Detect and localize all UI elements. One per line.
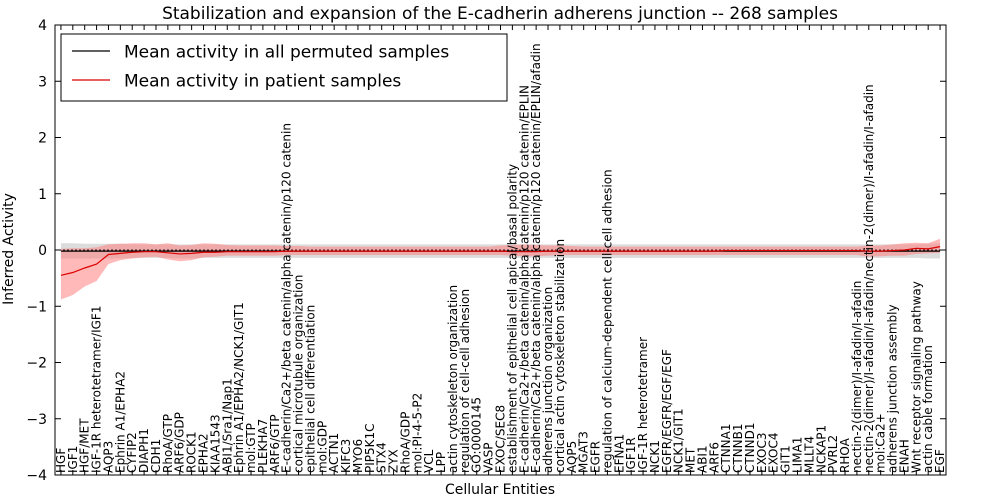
category-label: EGFR/EGFR/EGF/EGF <box>660 349 674 473</box>
category-label: AQP5 <box>565 441 579 473</box>
y-tick-label: −3 <box>26 412 47 428</box>
category-label: HGF <box>54 448 68 473</box>
category-label: MYO6 <box>351 439 365 473</box>
y-tick-label: −4 <box>26 468 47 484</box>
y-axis-ticks: −4 −3 −2 −1 0 1 2 3 4 <box>26 18 946 484</box>
category-label: MGAT3 <box>577 431 591 473</box>
category-label: actin cytoskeleton organization <box>446 285 460 473</box>
y-tick-label: 4 <box>38 18 47 34</box>
category-label: RhoA/GTP <box>161 414 175 473</box>
category-label: CDH1 <box>149 439 163 473</box>
category-label: DIAPH1 <box>137 428 151 473</box>
category-label: ZYX <box>387 449 401 473</box>
category-label: CTNNA1 <box>719 423 733 473</box>
category-label: E-cadherin/Ca2+/beta catenin/alpha caten… <box>280 123 294 473</box>
category-label: KIFC3 <box>339 439 353 473</box>
category-label: GO:0000145 <box>470 397 484 473</box>
category-label: IGF-1R heterotetramer <box>636 337 650 473</box>
category-label: adherens junction organization <box>541 287 555 473</box>
x-axis-ticks <box>60 25 941 475</box>
category-label: NCKAP1 <box>814 425 828 473</box>
category-label: establishment of epithelial cell apical/… <box>505 164 519 473</box>
category-label: PVRL2 <box>826 435 840 473</box>
y-tick-label: −1 <box>26 299 47 315</box>
y-tick-label: 3 <box>38 74 47 90</box>
category-label: mol:GTP <box>244 423 258 473</box>
category-label: ARF6/GTP <box>268 414 282 473</box>
category-label: EXOC4 <box>767 433 781 474</box>
category-label: IGF-1R heterotetramer/IGF1 <box>90 306 104 473</box>
category-label: ROCK1 <box>185 431 199 473</box>
category-label: Wnt receptor signaling pathway <box>909 281 923 473</box>
series-lines <box>60 246 941 276</box>
category-label: VCL <box>422 449 436 473</box>
series-line-patient <box>60 246 941 276</box>
x-axis-label: Cellular Entities <box>445 482 555 498</box>
category-label: EGFR <box>589 441 603 473</box>
category-label: nectin-2(dimer)/I-afadin/I-afadin <box>850 281 864 473</box>
category-label: LPP <box>434 452 448 473</box>
legend-label-patient: Mean activity in patient samples <box>124 72 401 92</box>
category-label: RhoA/GDP <box>398 412 412 473</box>
y-tick-label: 0 <box>38 243 47 259</box>
category-label: MET <box>684 447 698 473</box>
category-label: cortical microtubule organization <box>292 275 306 473</box>
category-label: ARF6 <box>707 442 721 473</box>
category-label: RHOA <box>838 437 852 473</box>
category-label: nectin-2(dimer)/I-afadin/I-afadin/nectin… <box>862 84 876 473</box>
category-label: LIMA1 <box>791 437 805 473</box>
category-label: mol:GDP <box>315 421 329 473</box>
category-label: CTNNB1 <box>731 423 745 473</box>
category-label: EFNA1 <box>612 434 626 473</box>
category-label: ABI1/Sra1/Nap1 <box>220 378 234 473</box>
category-label: adherens junction assembly <box>886 304 900 473</box>
category-label: CYFIP2 <box>125 432 139 473</box>
category-label: GIT1 <box>779 445 793 473</box>
category-label: EPHA2 <box>197 433 211 473</box>
category-label: AQP3 <box>101 441 115 473</box>
category-label: STX4 <box>375 442 389 473</box>
category-label: IGF1 <box>66 446 80 473</box>
chart-title: Stabilization and expansion of the E-cad… <box>162 4 838 24</box>
category-label: EXOC3 <box>755 433 769 474</box>
category-label: KIAA1543 <box>208 414 222 473</box>
category-label: regulation of calcium-dependent cell-cel… <box>600 169 614 473</box>
category-label: mol:PI-4-5-P2 <box>410 393 424 473</box>
category-label: mol:Ca2+ <box>874 413 888 473</box>
y-tick-label: 2 <box>38 131 47 147</box>
category-label: Ephrin A1/EPHA2 <box>113 371 127 473</box>
legend-box <box>60 33 508 102</box>
category-label: Ephrin A1/EPHA2/NCK1/GIT1 <box>232 302 246 473</box>
legend: Mean activity in all permuted samples Me… <box>60 33 508 102</box>
y-tick-label: 1 <box>38 187 47 203</box>
category-label: ARF6/GDP <box>173 412 187 473</box>
category-label: PIP5K1C <box>363 423 377 473</box>
y-tick-label: −2 <box>26 356 47 372</box>
category-label: ENAH <box>897 439 911 473</box>
category-label: EXOC/SEC8 <box>494 405 508 473</box>
legend-label-permuted: Mean activity in all permuted samples <box>124 43 449 63</box>
category-label: CTNND1 <box>743 422 757 473</box>
category-label: EGF <box>933 449 947 473</box>
category-label: PLEKHA7 <box>256 419 270 473</box>
category-label: actin cable formation <box>921 345 935 473</box>
category-label: NCK1 <box>648 440 662 473</box>
category-label: E-cadherin/Ca2+/beta catenin/alpha caten… <box>529 43 543 473</box>
y-axis-label: Inferred Activity <box>1 193 17 305</box>
category-label: regulation of cell-cell adhesion <box>458 289 472 473</box>
category-label: ACTN1 <box>327 433 341 473</box>
category-label: VASP <box>482 442 496 473</box>
category-label: epithelial cell differentiation <box>303 305 317 473</box>
category-label: HGF/MET <box>78 418 92 473</box>
category-label: E-cadherin/Ca2+/beta catenin/alpha caten… <box>517 85 531 473</box>
category-label: cortical actin cytoskeleton stabilizatio… <box>553 239 567 473</box>
category-label: IGF1R <box>624 437 638 473</box>
category-label: NCK1/GIT1 <box>672 408 686 473</box>
category-label: MLLT4 <box>802 436 816 473</box>
category-label: ABI1 <box>695 445 709 473</box>
confidence-band-patient <box>60 238 941 300</box>
